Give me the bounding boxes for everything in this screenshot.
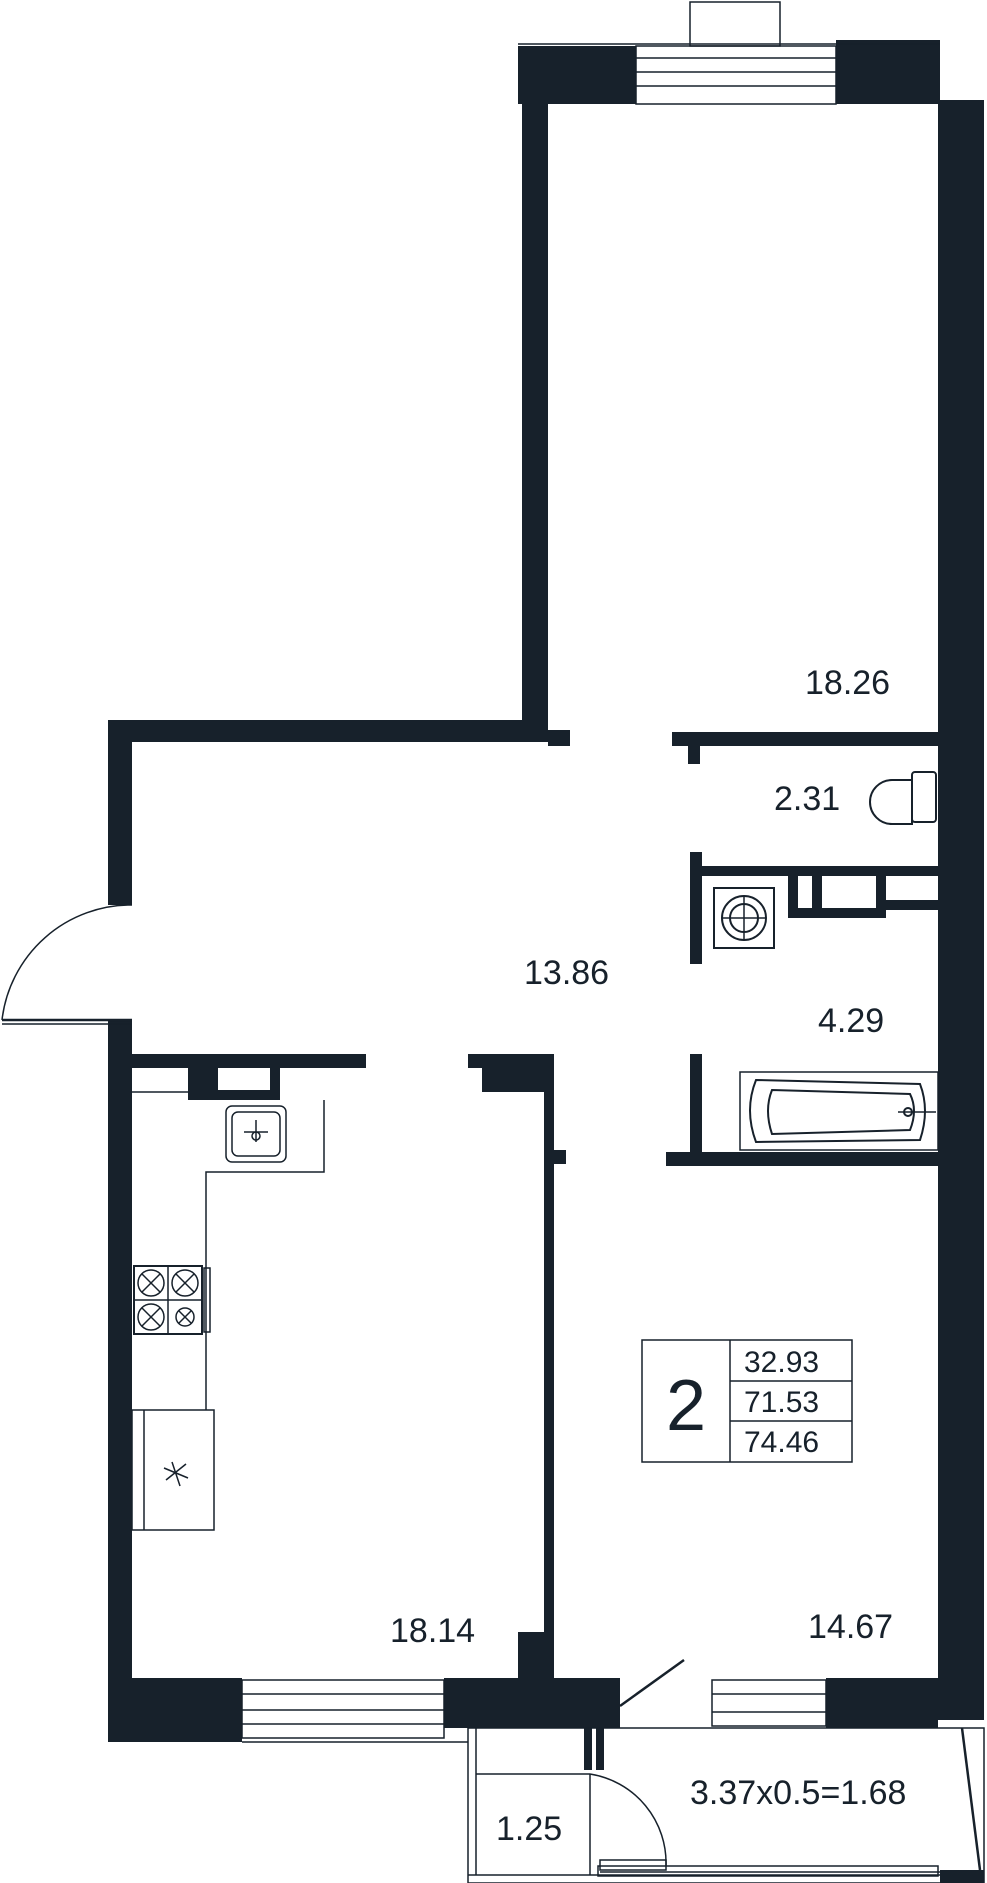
room-labels: 18.26 2.31 13.86 4.29 18.14 14.67 3.37x0… [390,664,906,1848]
room-area-bedroom-top: 18.26 [805,664,890,702]
stove-icon [133,1265,211,1335]
toilet-icon [869,771,937,825]
total-area-value: 71.53 [744,1386,819,1419]
room-area-bathroom: 4.29 [818,1002,884,1040]
walls [108,40,984,1883]
area-legend: 2 32.93 71.53 74.46 [641,1339,853,1463]
bathtub-icon [739,1071,939,1151]
washing-machine-icon [713,887,775,949]
room-area-bedroom-bottom: 14.67 [808,1608,893,1646]
room-area-hall: 13.86 [524,954,609,992]
room-area-toilet: 2.31 [774,780,840,818]
room-area-kitchen: 18.14 [390,1612,475,1650]
rooms-count: 2 [666,1366,706,1446]
living-area-value: 32.93 [744,1346,819,1379]
total-with-balcony-value: 74.46 [744,1426,819,1459]
room-area-loggia: 3.37x0.5=1.68 [690,1774,906,1812]
room-area-balcony: 1.25 [496,1810,562,1848]
kitchen-counter [131,1091,325,1531]
fixtures [131,771,939,1531]
